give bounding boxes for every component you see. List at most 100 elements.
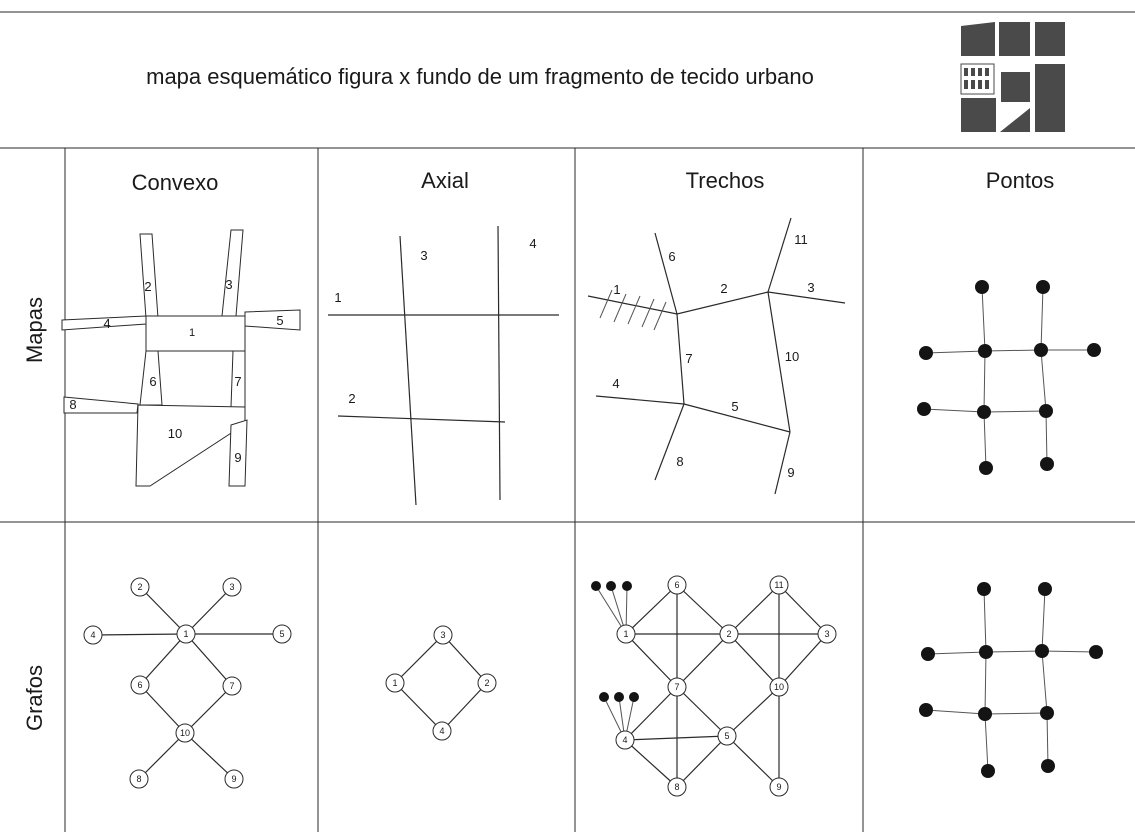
axial-node-label-2: 2 bbox=[484, 678, 489, 688]
convexo-map: 2 3 4 5 1 6 7 8 10 9 bbox=[61, 229, 301, 487]
thumb-building bbox=[971, 80, 975, 89]
point-node bbox=[1038, 582, 1052, 596]
segment-label-10: 10 bbox=[785, 349, 799, 364]
point-node bbox=[919, 346, 933, 360]
convexo-node-label-5: 5 bbox=[279, 629, 284, 639]
segment-7 bbox=[676, 313, 685, 405]
convex-label-9: 9 bbox=[234, 450, 241, 465]
thumb-building bbox=[964, 80, 968, 89]
axial-map: 1 2 3 4 bbox=[328, 225, 559, 506]
trechos-node-3 bbox=[817, 624, 837, 644]
convexo-node-label-4: 4 bbox=[90, 630, 95, 640]
trechos-node-label-9: 9 bbox=[776, 782, 781, 792]
convexo-node-label-6: 6 bbox=[137, 680, 142, 690]
convex-label-10: 10 bbox=[168, 426, 182, 441]
point-node bbox=[1040, 457, 1054, 471]
convexo-node-1 bbox=[176, 624, 196, 644]
point-node bbox=[1087, 343, 1101, 357]
axial-label-1: 1 bbox=[334, 290, 341, 305]
convex-label-7: 7 bbox=[234, 374, 241, 389]
point-node bbox=[921, 647, 935, 661]
endpoint-dot bbox=[622, 581, 632, 591]
axial-node-3 bbox=[433, 625, 453, 645]
axial-edge-3-2 bbox=[442, 634, 488, 684]
trechos-node-label-5: 5 bbox=[724, 731, 729, 741]
segment-6 bbox=[654, 232, 678, 315]
trechos-edge-5-10 bbox=[726, 686, 780, 737]
trechos-edge-7-4 bbox=[624, 686, 678, 741]
row-header-mapas: Mapas bbox=[22, 297, 47, 363]
trechos-edge-4-8 bbox=[624, 739, 678, 788]
thumb-building bbox=[985, 68, 989, 76]
convexo-node-10 bbox=[175, 723, 195, 743]
point-node bbox=[977, 582, 991, 596]
axial-label-3: 3 bbox=[420, 248, 427, 263]
trechos-node-label-2: 2 bbox=[726, 629, 731, 639]
convexo-node-label-9: 9 bbox=[231, 774, 236, 784]
convex-space-2 bbox=[139, 233, 159, 319]
trechos-node-1 bbox=[616, 624, 636, 644]
trechos-node-label-10: 10 bbox=[774, 682, 784, 692]
convexo-edge-6-10 bbox=[139, 684, 186, 734]
axial-node-label-1: 1 bbox=[392, 678, 397, 688]
table-grid bbox=[0, 148, 1135, 832]
point-node bbox=[917, 402, 931, 416]
convex-label-2: 2 bbox=[144, 279, 151, 294]
trechos-node-label-6: 6 bbox=[674, 580, 679, 590]
trechos-node-label-8: 8 bbox=[674, 782, 679, 792]
column-header-trechos: Trechos bbox=[686, 168, 765, 193]
segment-top-street bbox=[587, 291, 846, 315]
trechos-node-7 bbox=[667, 677, 687, 697]
convex-label-4: 4 bbox=[103, 316, 110, 331]
segment-label-6: 6 bbox=[668, 249, 675, 264]
trechos-node-10 bbox=[769, 677, 789, 697]
convexo-edge-10-8 bbox=[138, 732, 186, 780]
segment-label-11: 11 bbox=[794, 232, 808, 247]
endpoint-dot bbox=[629, 692, 639, 702]
convex-label-3: 3 bbox=[225, 277, 232, 292]
axial-node-4 bbox=[432, 721, 452, 741]
trechos-edge-7-5 bbox=[676, 686, 728, 737]
convexo-node-label-7: 7 bbox=[229, 681, 234, 691]
page-title: mapa esquemático figura x fundo de um fr… bbox=[146, 64, 814, 89]
segment-label-1: 1 bbox=[613, 282, 620, 297]
convexo-node-9 bbox=[224, 769, 244, 789]
axial-node-2 bbox=[477, 673, 497, 693]
segment-1-hatching bbox=[599, 289, 667, 331]
thumb-building bbox=[978, 68, 982, 76]
column-header-convexo: Convexo bbox=[132, 170, 219, 195]
trechos-edge-2-11 bbox=[728, 584, 780, 635]
trechos-edge-1-7 bbox=[625, 633, 678, 688]
convex-space-9 bbox=[228, 419, 248, 487]
segment-label-2: 2 bbox=[720, 281, 727, 296]
trechos-edge-5-9 bbox=[726, 735, 780, 788]
convex-space-8 bbox=[63, 396, 139, 414]
pontos-graph bbox=[919, 582, 1103, 778]
segment-10 bbox=[767, 291, 791, 433]
axial-edge-1-3 bbox=[394, 634, 444, 684]
point-node bbox=[978, 344, 992, 358]
convexo-node-label-8: 8 bbox=[136, 774, 141, 784]
convex-space-10 bbox=[135, 404, 246, 487]
convexo-edge-1-7 bbox=[185, 633, 233, 687]
thumb-block bbox=[1035, 64, 1065, 132]
convex-label-6: 6 bbox=[149, 374, 156, 389]
trechos-node-11 bbox=[769, 575, 789, 595]
thumb-block bbox=[1035, 22, 1065, 56]
trechos-node-label-11: 11 bbox=[774, 580, 783, 590]
thumb-block bbox=[961, 22, 995, 56]
axial-line-3 bbox=[399, 235, 417, 506]
point-node bbox=[1035, 644, 1049, 658]
thumb-block bbox=[961, 98, 996, 132]
convex-space-3 bbox=[221, 229, 244, 317]
trechos-edge-11-3 bbox=[778, 584, 828, 635]
column-header-pontos: Pontos bbox=[986, 168, 1055, 193]
convexo-edge-10-9 bbox=[184, 732, 235, 780]
column-header-axial: Axial bbox=[421, 168, 469, 193]
segment-label-9: 9 bbox=[787, 465, 794, 480]
point-node bbox=[1040, 706, 1054, 720]
